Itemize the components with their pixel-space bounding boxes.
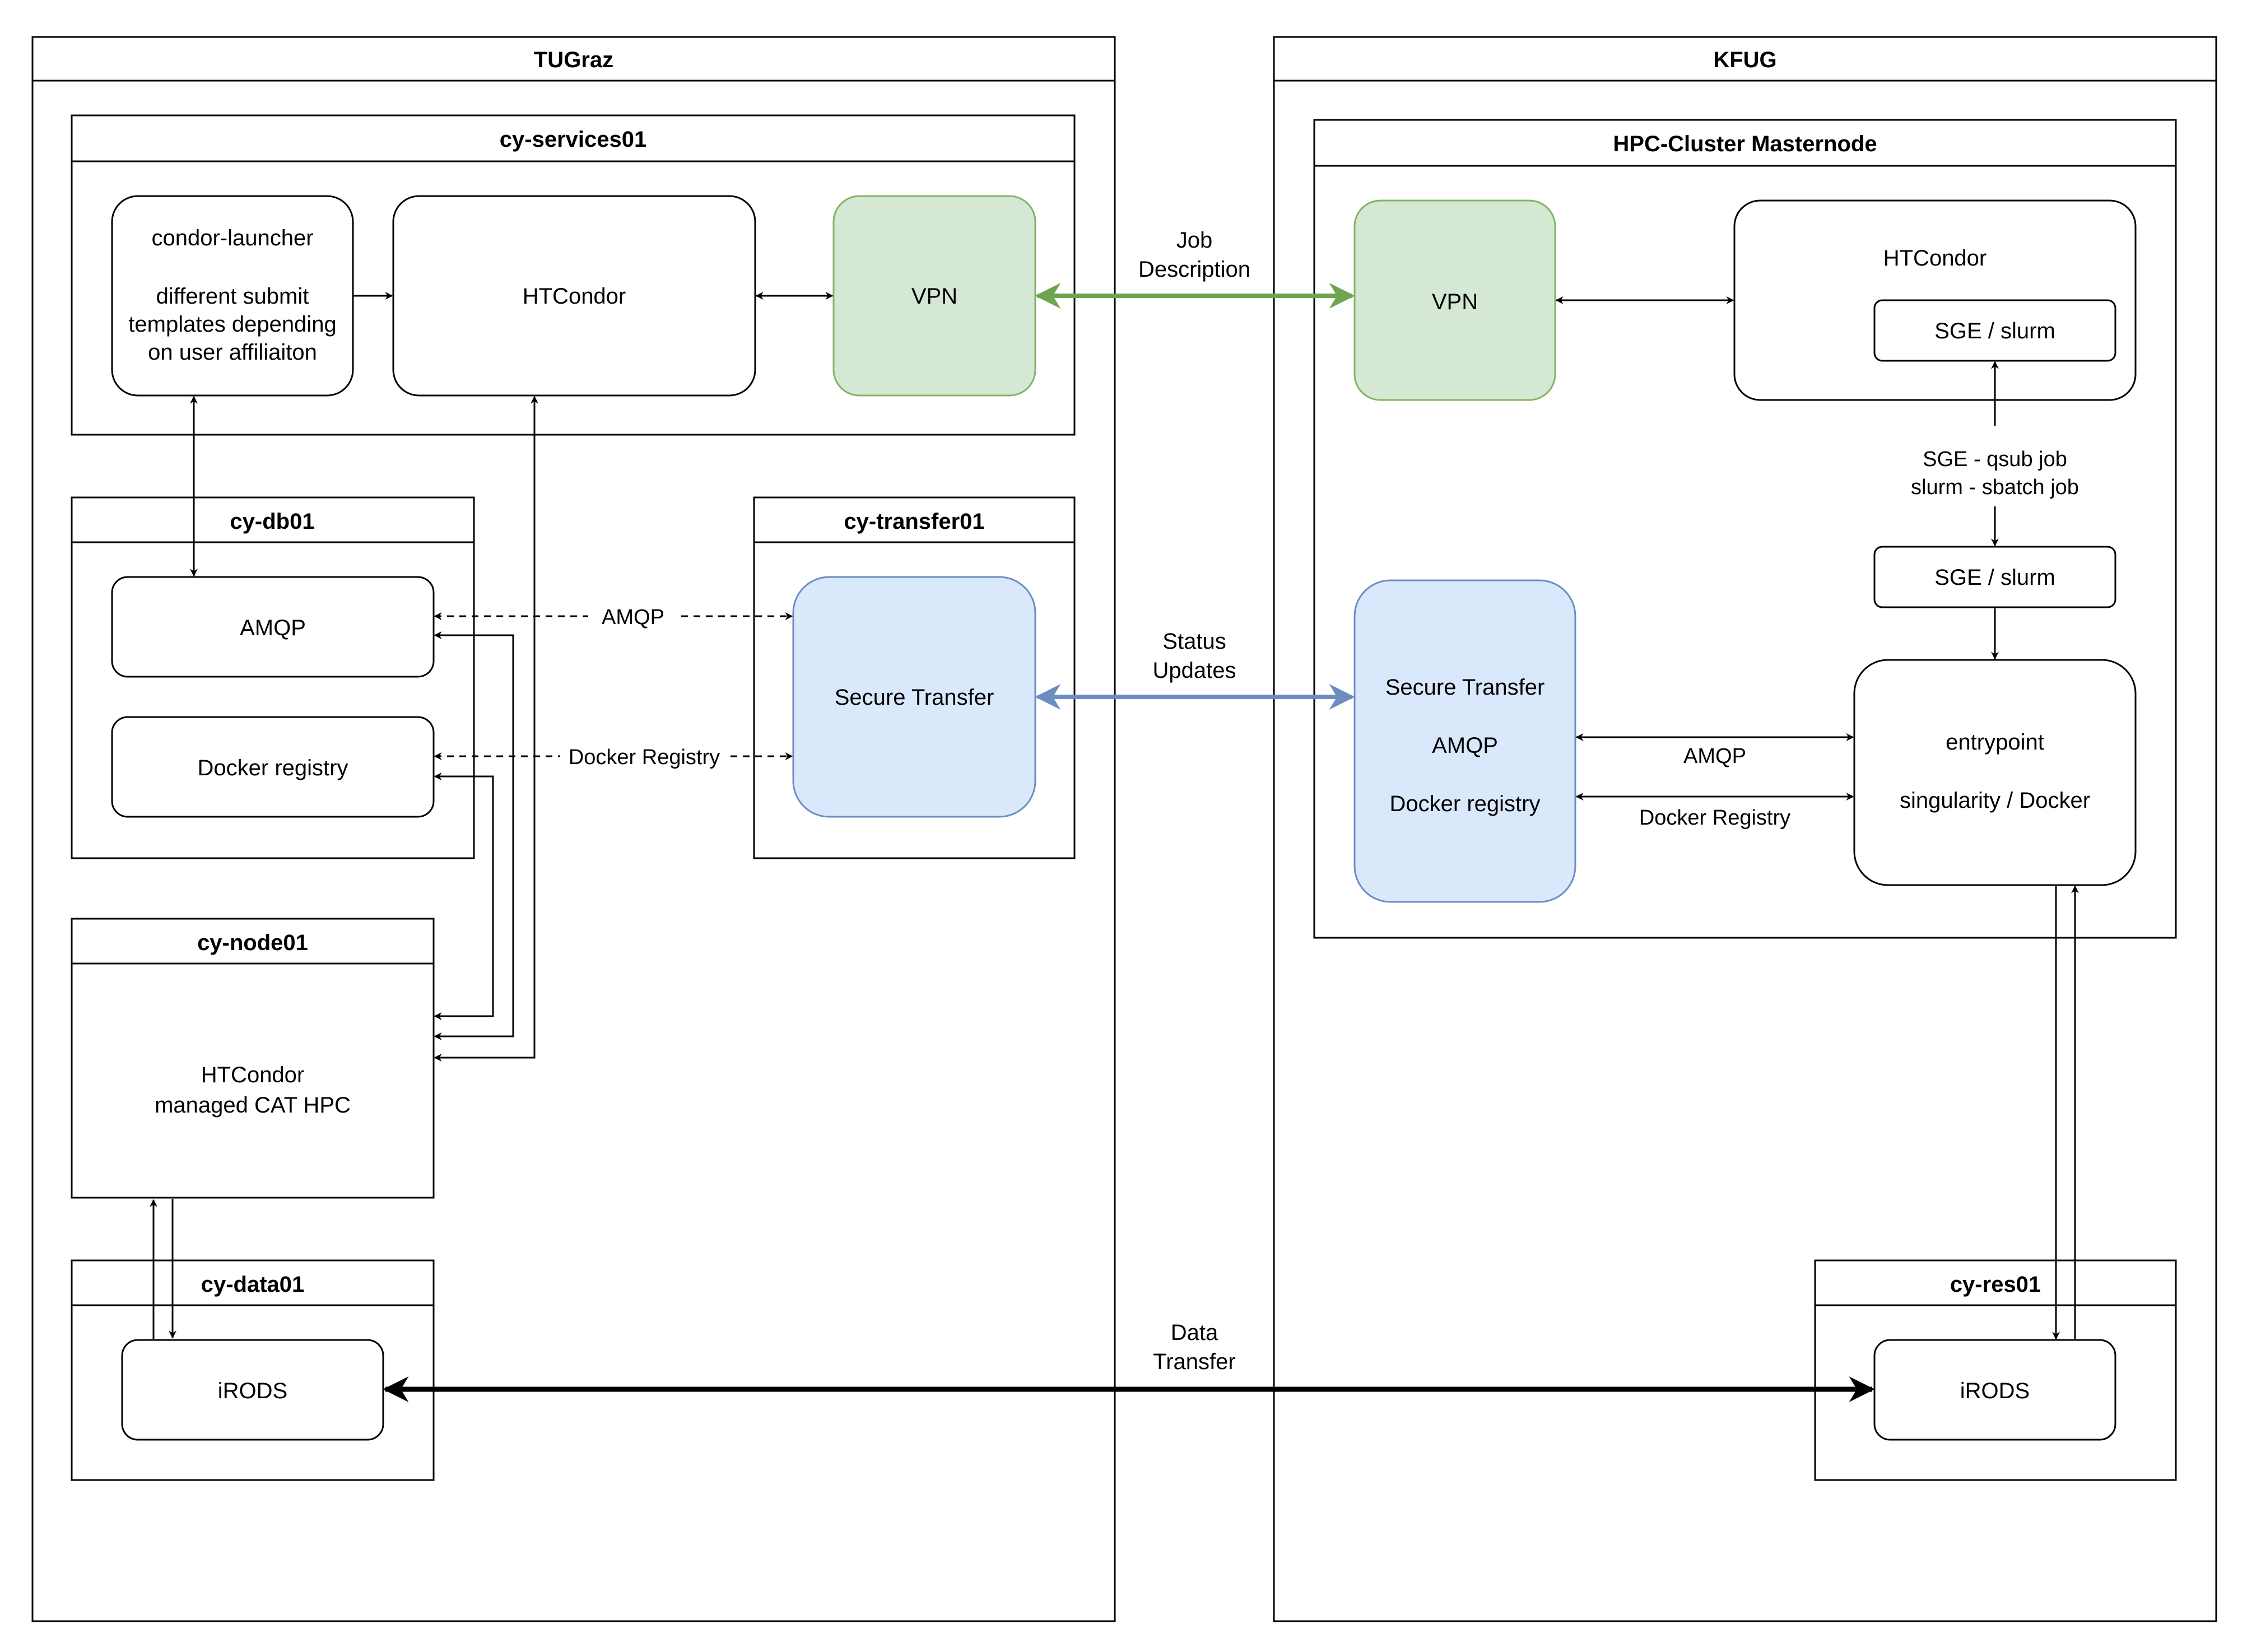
- container-cy-transfer01: cy-transfer01 Secure Transfer: [753, 496, 1076, 859]
- sge-slurm-mid-label: SGE / slurm: [1934, 565, 2055, 590]
- vpn-left-label: VPN: [911, 284, 957, 309]
- secure-transfer-right-line-1: Secure Transfer: [1385, 675, 1545, 700]
- region-tugraz-title: TUGraz: [534, 48, 613, 72]
- entrypoint-label-1: entrypoint: [1946, 730, 2044, 755]
- sge-slurm-mid-box: [1873, 546, 2116, 608]
- job-description-label-1: Job: [1176, 228, 1213, 253]
- edge-htcondor-node: [434, 395, 538, 1062]
- vpn-right-label: VPN: [1432, 290, 1478, 314]
- cy-node01-title: cy-node01: [197, 930, 308, 955]
- entrypoint-box: [1853, 659, 2137, 886]
- cy-node01-label-2: managed CAT HPC: [155, 1093, 351, 1118]
- irods-right-label: iRODS: [1960, 1379, 2030, 1403]
- condor-launcher-title: condor-launcher: [151, 226, 313, 250]
- htcondor-services-label: HTCondor: [523, 284, 626, 309]
- condor-launcher-desc-1: different submit: [156, 284, 309, 309]
- region-tugraz: TUGraz: [31, 36, 1116, 1622]
- edge-docker-label: Docker Registry: [569, 746, 720, 769]
- cy-res01-title: cy-res01: [1950, 1272, 2041, 1297]
- container-cy-db01: cy-db01 AMQP Docker registry: [71, 496, 475, 859]
- container-cy-services01: cy-services01 condor-launcher different …: [71, 114, 1076, 436]
- cy-transfer01-title: cy-transfer01: [844, 509, 984, 534]
- htcondor-services-box: [392, 195, 756, 397]
- irods-left-label: iRODS: [218, 1379, 287, 1403]
- entrypoint-label-2: singularity / Docker: [1900, 788, 2090, 813]
- edge-docker-right-label: Docker Registry: [1639, 806, 1790, 830]
- sge-slurm-top-box: [1873, 299, 2116, 362]
- container-cy-data01: cy-data01 iRODS: [71, 1259, 435, 1481]
- docker-registry-label: Docker registry: [198, 756, 348, 780]
- region-kfug-title: KFUG: [1713, 48, 1776, 72]
- container-hpc-masternode: HPC-Cluster Masternode VPN HTCondor SGE …: [1313, 119, 2177, 939]
- hpc-masternode-title: HPC-Cluster Masternode: [1613, 132, 1877, 156]
- condor-launcher-desc-3: on user affiliaiton: [148, 340, 317, 365]
- data-transfer-label-1: Data: [1171, 1320, 1218, 1345]
- region-kfug: KFUG: [1273, 36, 2217, 1622]
- edge-amqp-label: AMQP: [602, 606, 664, 629]
- job-description-label-2: Description: [1138, 257, 1250, 282]
- condor-launcher-desc-2: templates depending: [128, 312, 336, 337]
- edge-amqp-right-label: AMQP: [1683, 744, 1746, 768]
- docker-registry-box: [111, 716, 435, 818]
- secure-transfer-right-line-3: Docker registry: [1390, 792, 1541, 816]
- container-cy-node01: cy-node01 HTCondor managed CAT HPC: [71, 918, 435, 1199]
- htcondor-hpc-label: HTCondor: [1883, 246, 1987, 271]
- job-cmd-sge: SGE - qsub job: [1923, 448, 2067, 471]
- edge-docker-node: [434, 773, 494, 1020]
- container-cy-res01: cy-res01 iRODS: [1814, 1259, 2177, 1481]
- sge-slurm-top-label: SGE / slurm: [1934, 319, 2055, 343]
- cy-data01-title: cy-data01: [201, 1272, 305, 1297]
- secure-transfer-right-box: [1353, 579, 1576, 903]
- secure-transfer-right-line-2: AMQP: [1432, 733, 1498, 758]
- secure-transfer-left-label: Secure Transfer: [835, 685, 994, 710]
- cy-db01-title: cy-db01: [230, 509, 314, 534]
- cy-node01-label-1: HTCondor: [201, 1063, 305, 1087]
- status-updates-label-2: Updates: [1153, 658, 1236, 683]
- amqp-label: AMQP: [240, 616, 306, 640]
- status-updates-label-1: Status: [1162, 629, 1226, 654]
- job-cmd-slurm: slurm - sbatch job: [1911, 476, 2079, 499]
- cy-services01-title: cy-services01: [500, 127, 646, 152]
- amqp-box: [111, 576, 435, 678]
- data-transfer-label-2: Transfer: [1153, 1349, 1235, 1374]
